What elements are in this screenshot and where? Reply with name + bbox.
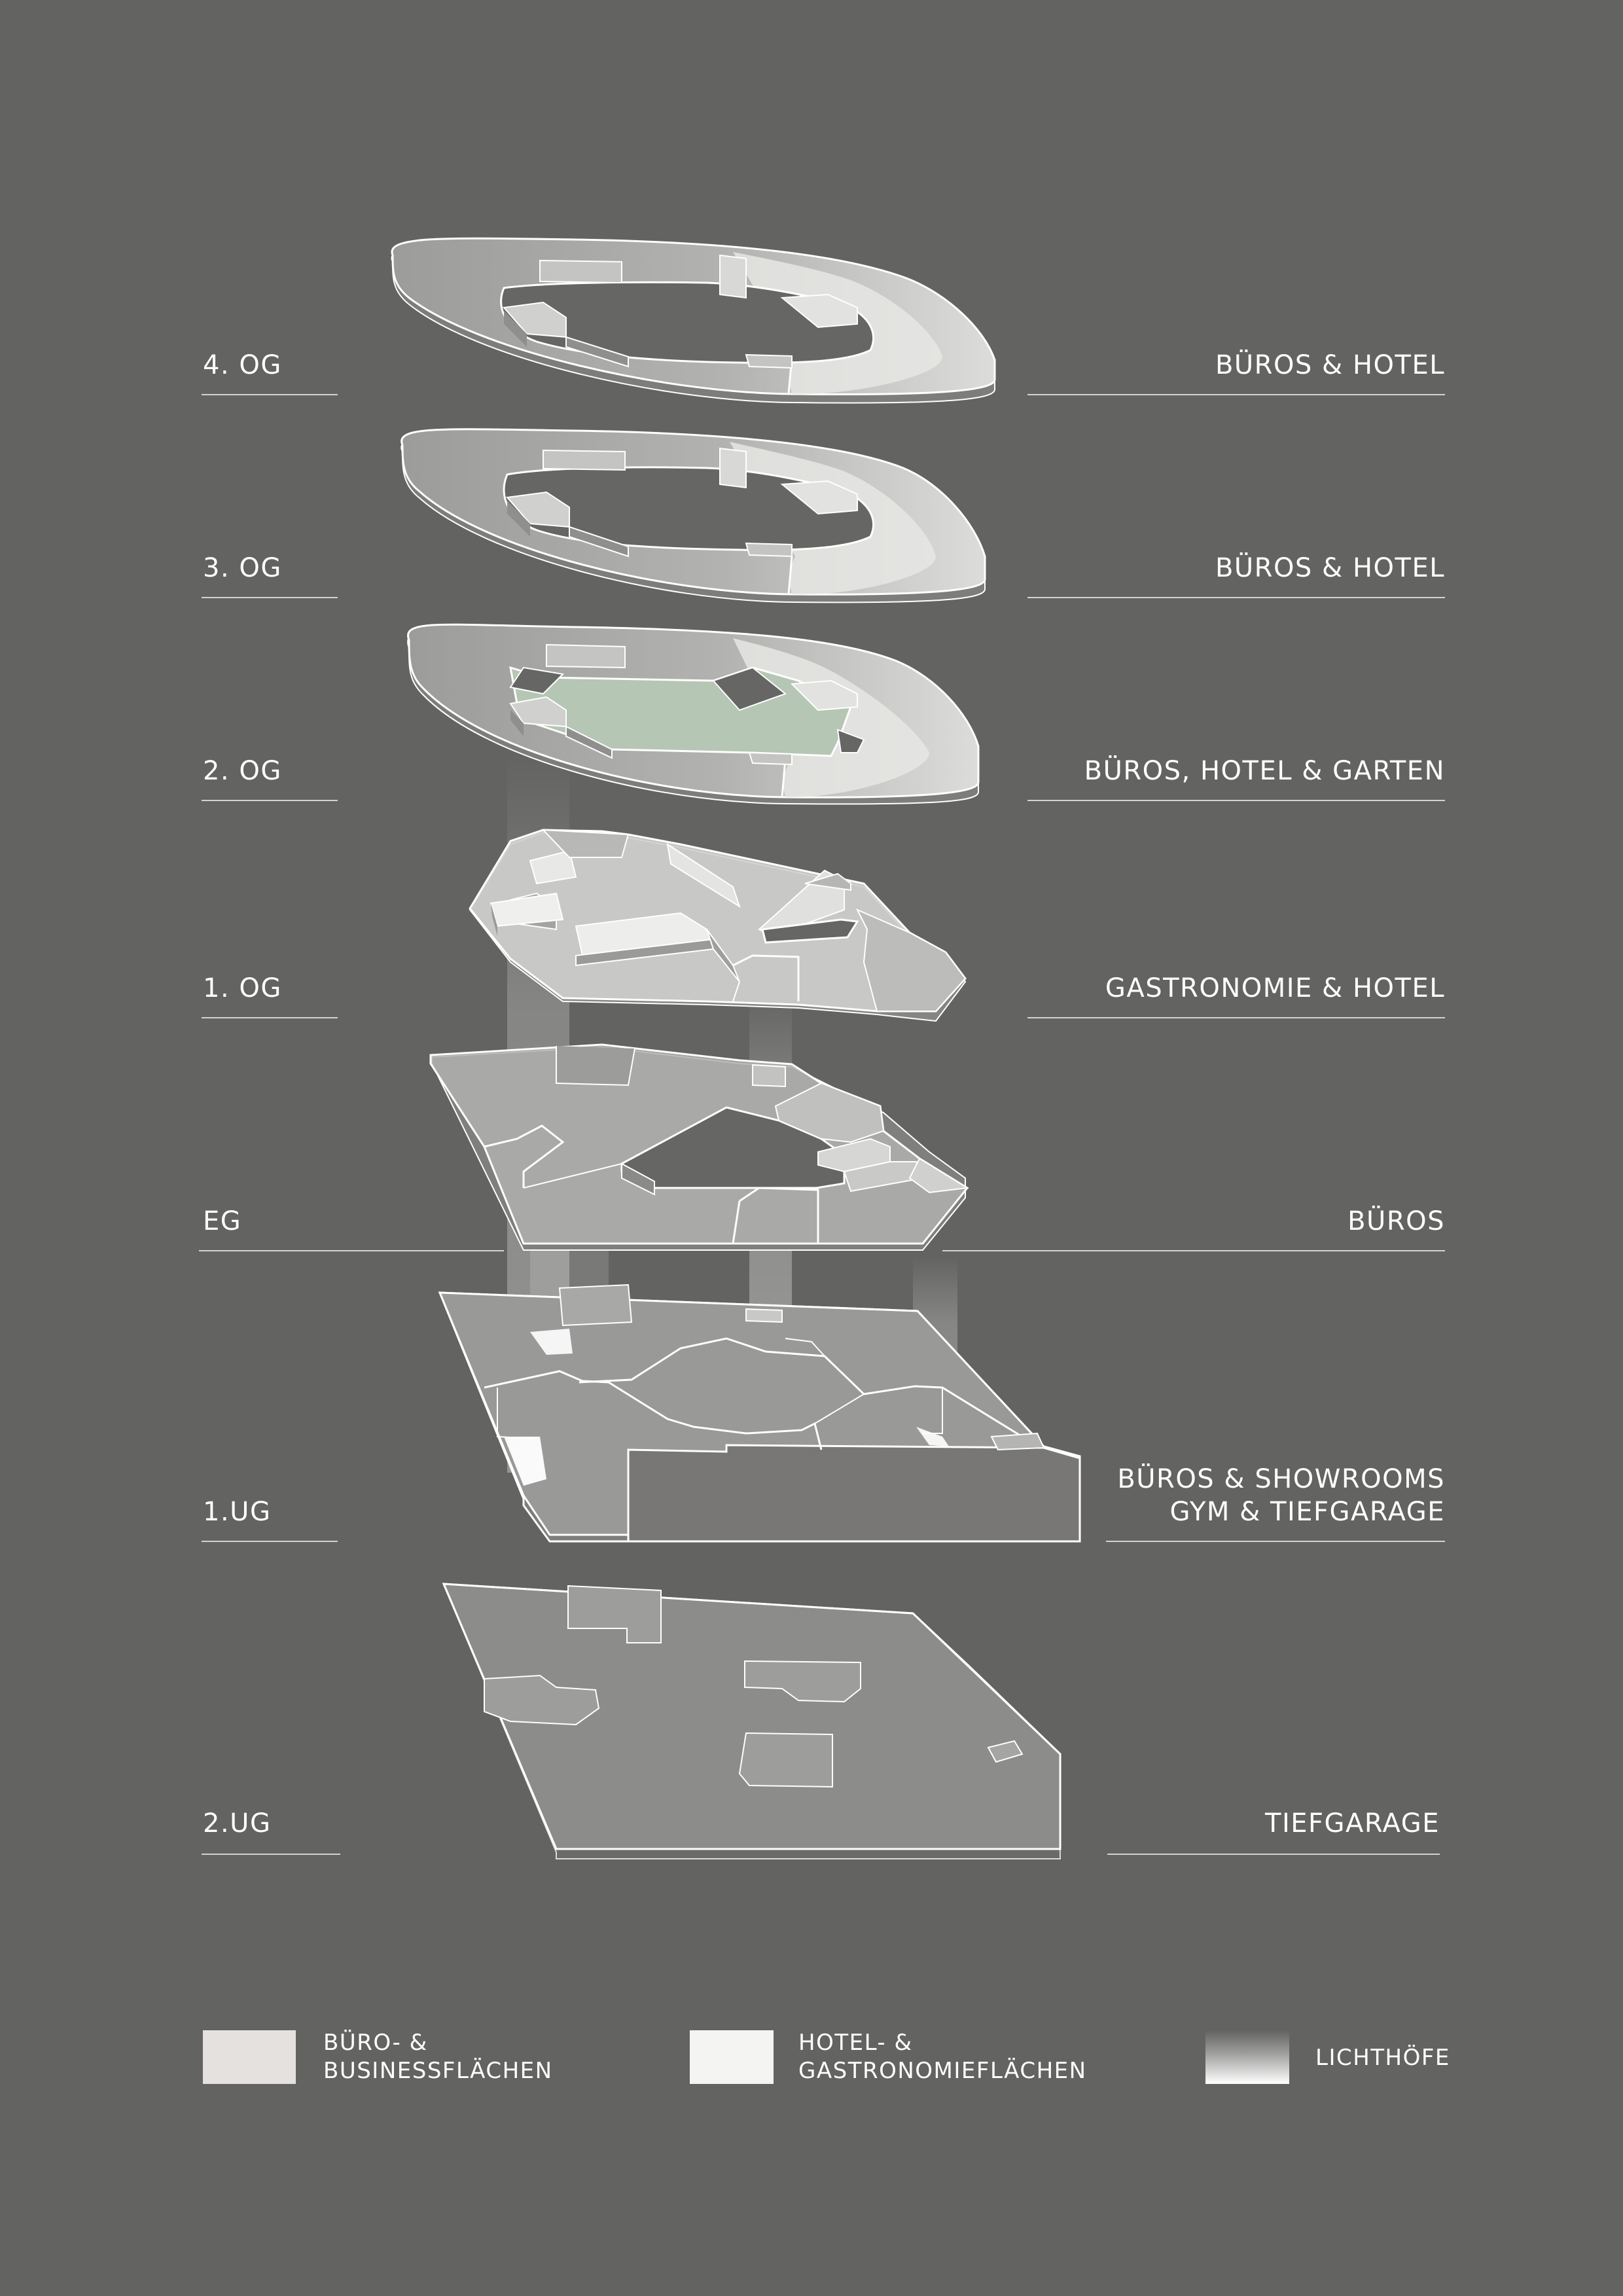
floor-rule-1ug-left xyxy=(202,1541,338,1542)
slab-1ug xyxy=(438,1283,1081,1543)
floor-label-2og: 2. OG xyxy=(203,756,282,786)
core-2ug-b xyxy=(484,1674,600,1726)
legend-label-buero-line2: BUSINESSFLÄCHEN xyxy=(323,2058,553,2084)
floor-rule-3og-left xyxy=(202,597,338,598)
floor-rule-eg-right xyxy=(942,1250,1445,1251)
floor-rule-2ug-left xyxy=(202,1854,340,1855)
floor-use-eg: BÜROS xyxy=(1347,1206,1445,1236)
floor-rule-2ug-right xyxy=(1107,1854,1440,1855)
og1-atrium xyxy=(761,918,859,944)
floor-rule-4og-left xyxy=(202,394,338,395)
floor-rule-1og-left xyxy=(202,1017,338,1018)
slab-2og xyxy=(407,623,980,805)
floor-rule-4og-right xyxy=(1027,394,1445,395)
slab-1og xyxy=(469,829,967,1022)
floor-rule-2og-left xyxy=(202,800,338,801)
legend-swatch-lichthoefe xyxy=(1205,2030,1289,2084)
legend-swatch-hotel xyxy=(690,2030,774,2084)
floor-use-2ug: TIEFGARAGE xyxy=(1265,1808,1440,1839)
floor-use-3og: BÜROS & HOTEL xyxy=(1215,553,1445,583)
legend-label-hotel-line1: HOTEL- & xyxy=(798,2030,913,2056)
og4-courtyard xyxy=(500,281,875,364)
floor-rule-eg-left xyxy=(199,1250,504,1251)
floor-rule-1og-right xyxy=(1027,1017,1445,1018)
garage-area-1ug xyxy=(627,1444,1081,1543)
floor-label-4og: 4. OG xyxy=(203,350,282,380)
slab-3og xyxy=(401,428,986,603)
core-2ug-d xyxy=(738,1732,833,1788)
floor-use-2og: BÜROS, HOTEL & GARTEN xyxy=(1084,756,1445,786)
core-2ug-a xyxy=(567,1585,662,1643)
slab-eg xyxy=(429,1043,969,1251)
core-2ug-c xyxy=(744,1660,861,1703)
floor-label-3og: 3. OG xyxy=(203,553,282,583)
floor-rule-3og-right xyxy=(1027,597,1445,598)
legend-swatch-buero xyxy=(203,2030,296,2084)
legend-label-hotel-line2: GASTRONOMIEFLÄCHEN xyxy=(798,2058,1087,2084)
floor-label-eg: EG xyxy=(203,1206,242,1236)
floor-rule-2og-right xyxy=(1027,800,1445,801)
floor-use-1og: GASTRONOMIE & HOTEL xyxy=(1105,973,1445,1003)
floor-use-1ug-line1: BÜROS & SHOWROOMS xyxy=(1117,1464,1445,1494)
core-2ug-e xyxy=(987,1740,1024,1763)
legend-label-buero-line1: BÜRO- & xyxy=(323,2030,428,2056)
floor-use-1ug-line2: GYM & TIEFGARAGE xyxy=(1169,1497,1445,1527)
slab-2ug xyxy=(442,1583,1061,1859)
floor-rule-1ug-right xyxy=(1106,1541,1445,1542)
floor-label-1og: 1. OG xyxy=(203,973,282,1003)
slab-4og xyxy=(391,237,996,404)
og3-courtyard xyxy=(503,466,875,551)
floor-label-2ug: 2.UG xyxy=(203,1808,272,1839)
floor-label-1ug: 1.UG xyxy=(203,1497,272,1527)
floor-use-4og: BÜROS & HOTEL xyxy=(1215,350,1445,380)
legend-label-lichthoefe: LICHTHÖFE xyxy=(1315,2045,1450,2071)
